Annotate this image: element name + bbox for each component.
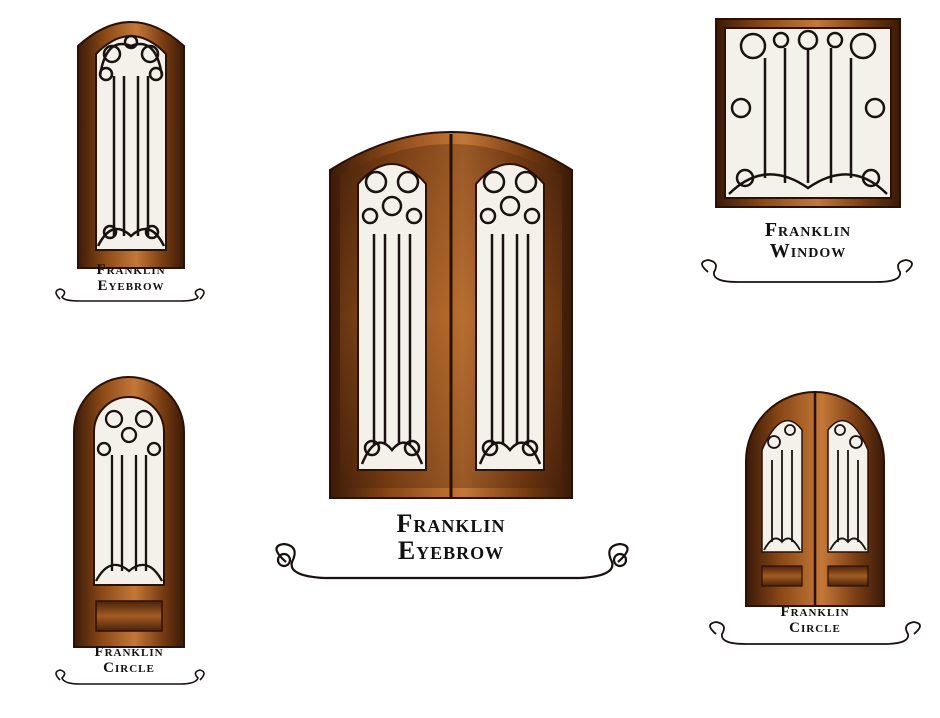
franklin-circle-double-door (744, 390, 886, 607)
caption-line2: Window (769, 240, 847, 262)
ornamental-scroll-divider (55, 288, 205, 302)
ornamental-scroll-divider (275, 542, 629, 580)
caption-line1: Franklin (764, 219, 852, 241)
caption-franklin-circle-single: Franklin Circle (72, 644, 186, 677)
franklin-eyebrow-double-door (328, 124, 574, 499)
window-illustration (715, 18, 901, 208)
caption-line1: Franklin (96, 262, 166, 278)
ornamental-scroll-divider (709, 621, 921, 645)
door-illustration (77, 21, 185, 269)
franklin-circle-single-door (72, 375, 186, 648)
caption-franklin-eyebrow-double: Franklin Eyebrow (328, 510, 574, 565)
ornamental-scroll-divider (55, 669, 205, 685)
caption-franklin-circle-double: Franklin Circle (744, 604, 886, 637)
caption-franklin-eyebrow-single: Franklin Eyebrow (76, 262, 186, 295)
franklin-eyebrow-single-door (76, 6, 186, 269)
caption-line1: Franklin (94, 644, 164, 660)
caption-line1: Franklin (780, 604, 850, 620)
caption-line1: Franklin (396, 509, 506, 538)
caption-franklin-window: Franklin Window (715, 220, 901, 262)
caption-line2: Eyebrow (397, 536, 505, 566)
caption-line2: Circle (103, 659, 155, 676)
ornamental-scroll-divider (701, 259, 913, 283)
caption-line2: Circle (789, 619, 841, 636)
door-illustration (73, 376, 185, 648)
door-illustration (745, 391, 885, 607)
franklin-window (715, 18, 901, 208)
caption-line2: Eyebrow (97, 277, 165, 294)
door-illustration (329, 131, 573, 499)
